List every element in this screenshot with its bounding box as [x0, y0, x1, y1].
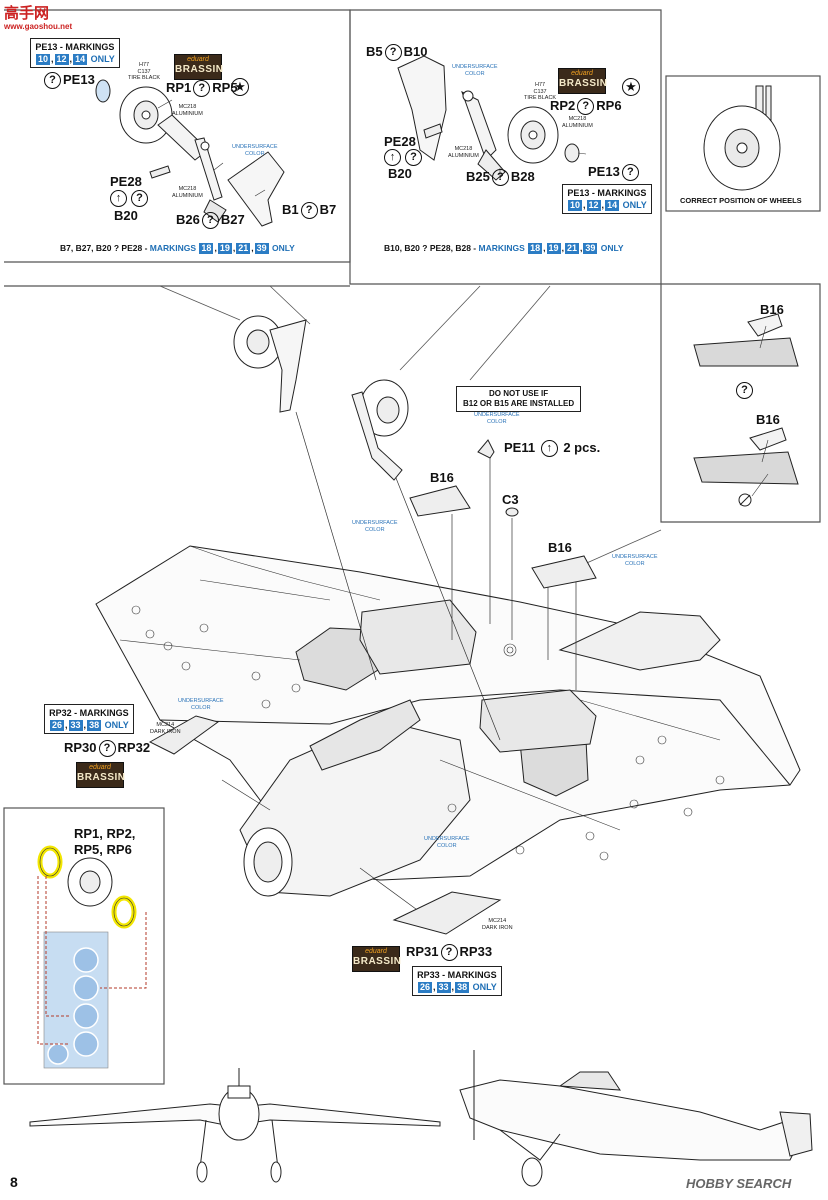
watermark-logo: 高手网: [4, 5, 50, 22]
label-rp5-rp6: RP5, RP6: [74, 842, 132, 857]
label-b5-b10: B5?B10: [366, 44, 427, 62]
label-b26-b27: B26?B27: [176, 212, 245, 230]
label-rp1-rp2: RP1, RP2,: [74, 826, 136, 841]
banner-left: B7, B27, B20 ? PE28 - MARKINGS 18,19,21,…: [60, 243, 295, 254]
label-pe28-icons-mid: ↑?: [382, 149, 424, 167]
star-icon: ★: [231, 78, 249, 96]
frame-b16: [660, 283, 821, 523]
label-b16-a: B16: [430, 470, 454, 485]
label-c3: C3: [502, 492, 519, 507]
label-rp2-rp6: RP2?RP6: [550, 98, 622, 116]
label-b25-b28: B25?B28: [466, 169, 535, 187]
label-b16-bottom: B16: [756, 412, 780, 427]
pe13-markings-box-left: PE13 - MARKINGS 10,12,14 ONLY: [30, 38, 120, 68]
markings-title: PE13 - MARKINGS: [35, 42, 115, 52]
marking-number: 14: [73, 54, 88, 65]
label-rp1-rp5: RP1?RP5: [166, 80, 238, 98]
label-b16-top: B16: [760, 302, 784, 317]
label-b20-mid: B20: [388, 166, 412, 181]
question-icon: ?: [734, 382, 755, 400]
hobbysearch-watermark: HOBBY SEARCH: [686, 1176, 792, 1191]
label-pe13-mid: PE13?: [588, 164, 641, 182]
marking-number: 12: [54, 54, 69, 65]
frame-top-right: [665, 75, 821, 212]
label-pe13: ?PE13: [42, 72, 95, 90]
label-pe11: PE11 ↑ 2 pcs.: [504, 440, 600, 458]
markings-title: PE13 - MARKINGS: [567, 188, 647, 198]
pe13-markings-box-mid: PE13 - MARKINGS 10,12,14 ONLY: [562, 184, 652, 214]
banner-mid: B10, B20 ? PE28, B28 - MARKINGS 18,19,21…: [384, 243, 624, 254]
watermark-url: www.gaoshou.net: [4, 22, 73, 31]
rp32-markings-box: RP32 - MARKINGS 26,33,38 ONLY: [44, 704, 134, 734]
marking-number: 10: [36, 54, 51, 65]
page-number: 8: [10, 1174, 18, 1190]
frame-rp: [3, 807, 165, 1085]
caption-correct-wheels: CORRECT POSITION OF WHEELS: [680, 196, 802, 205]
label-pe28-icons: ↑?: [108, 190, 150, 208]
label-rp30-rp32: RP30?RP32: [64, 740, 150, 758]
rp33-markings-box: RP33 - MARKINGS 26,33,38 ONLY: [412, 966, 502, 996]
markings-suffix: ONLY: [90, 54, 115, 64]
label-b1-b7: B1?B7: [282, 202, 336, 220]
label-b20: B20: [114, 208, 138, 223]
label-rp31-rp33: RP31?RP33: [406, 944, 492, 962]
label-b16-b: B16: [548, 540, 572, 555]
label-pe28: PE28: [110, 174, 142, 189]
star-icon-mid: ★: [622, 78, 640, 96]
label-pe28-mid: PE28: [384, 134, 416, 149]
